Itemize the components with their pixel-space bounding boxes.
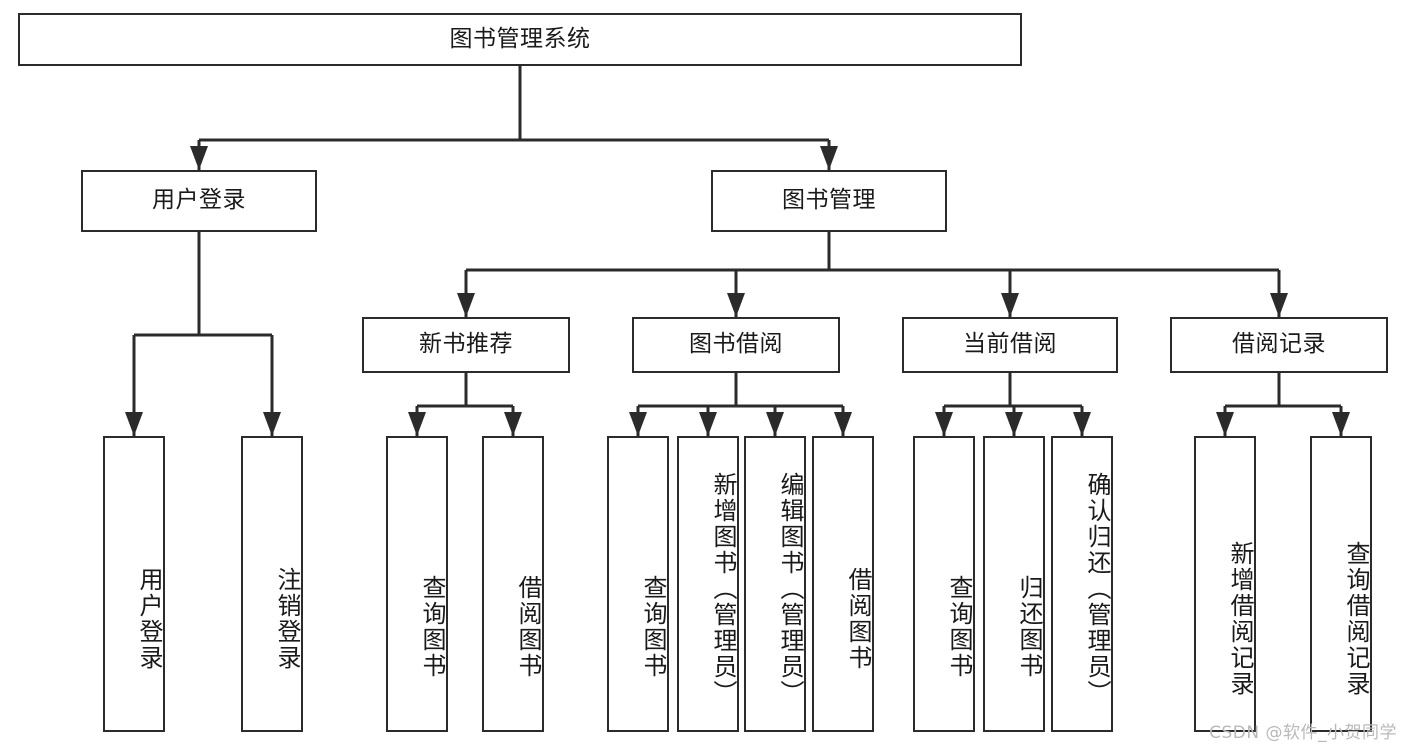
leaf-borrow-borrow-book-label: 借阅图书: [844, 567, 872, 671]
watermark-text: CSDN @软件_小贺同学: [1209, 723, 1397, 743]
leaf-recommend-borrow-book-label: 借阅图书: [514, 575, 542, 679]
leaf-user-logout-label: 注销登录: [273, 567, 301, 671]
leaf-current-query-book[interactable]: 查询图书: [913, 436, 975, 732]
node-borrow-record[interactable]: 借阅记录: [1170, 317, 1388, 373]
leaf-current-confirm-return-admin-label: 确认归还（管理员）: [1083, 472, 1111, 706]
node-current-borrow[interactable]: 当前借阅: [902, 317, 1118, 373]
node-new-book-recommend-label: 新书推荐: [419, 331, 513, 358]
node-book-borrow-label: 图书借阅: [689, 331, 783, 358]
leaf-current-query-book-label: 查询图书: [945, 575, 973, 679]
leaf-recommend-query-book-label: 查询图书: [418, 575, 446, 679]
leaf-borrow-add-book-admin-label: 新增图书（管理员）: [709, 472, 737, 706]
leaf-user-login[interactable]: 用户登录: [103, 436, 165, 732]
node-borrow-record-label: 借阅记录: [1232, 331, 1326, 358]
leaf-user-logout[interactable]: 注销登录: [241, 436, 303, 732]
node-book-manage-label: 图书管理: [782, 187, 876, 214]
leaf-user-login-label: 用户登录: [135, 567, 163, 671]
node-book-manage[interactable]: 图书管理: [711, 170, 947, 232]
leaf-borrow-borrow-book[interactable]: 借阅图书: [812, 436, 874, 732]
leaf-recommend-query-book[interactable]: 查询图书: [386, 436, 448, 732]
node-root-label: 图书管理系统: [449, 25, 591, 52]
leaf-record-query[interactable]: 查询借阅记录: [1310, 436, 1372, 732]
node-new-book-recommend[interactable]: 新书推荐: [362, 317, 570, 373]
node-book-borrow[interactable]: 图书借阅: [632, 317, 840, 373]
leaf-borrow-add-book-admin[interactable]: 新增图书（管理员）: [677, 436, 739, 732]
leaf-current-confirm-return-admin[interactable]: 确认归还（管理员）: [1051, 436, 1113, 732]
leaf-borrow-query-book-label: 查询图书: [639, 575, 667, 679]
leaf-borrow-query-book[interactable]: 查询图书: [607, 436, 669, 732]
leaf-borrow-edit-book-admin-label: 编辑图书（管理员）: [776, 472, 804, 706]
leaf-current-return-book[interactable]: 归还图书: [983, 436, 1045, 732]
leaf-borrow-edit-book-admin[interactable]: 编辑图书（管理员）: [744, 436, 806, 732]
node-current-borrow-label: 当前借阅: [963, 331, 1057, 358]
leaf-record-add-label: 新增借阅记录: [1226, 541, 1254, 697]
node-user-login[interactable]: 用户登录: [81, 170, 317, 232]
leaf-current-return-book-label: 归还图书: [1015, 575, 1043, 679]
leaf-record-query-label: 查询借阅记录: [1342, 541, 1370, 697]
leaf-recommend-borrow-book[interactable]: 借阅图书: [482, 436, 544, 732]
node-root[interactable]: 图书管理系统: [18, 13, 1022, 66]
node-user-login-label: 用户登录: [152, 187, 246, 214]
leaf-record-add[interactable]: 新增借阅记录: [1194, 436, 1256, 732]
